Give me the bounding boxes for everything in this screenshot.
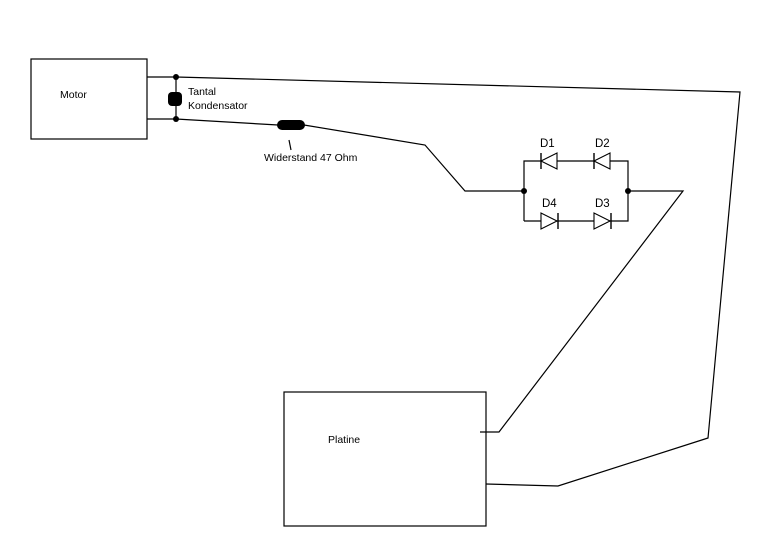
diode-label-d1: D1 [540,138,555,150]
rectifier-bridge [523,160,629,222]
diode-d2 [592,152,611,170]
diode-d3 [593,212,612,230]
tantal-capacitor [168,92,182,106]
platine-box [283,391,487,527]
capacitor-label-line2: Kondensator [188,100,248,112]
wire-resistor-to-rectifier [303,124,524,192]
wire-motor-top-to-platine [147,76,741,487]
resistor-47-ohm [277,120,305,130]
junction-dot [173,74,179,80]
resistor-label: Widerstand 47 Ohm [264,152,358,164]
capacitor-label-line1: Tantal [188,86,216,98]
diode-label-d3: D3 [595,198,610,210]
diode-label-d2: D2 [595,138,610,150]
motor-label: Motor [60,89,87,101]
wire-motor-to-resistor [147,118,279,126]
platine-label: Platine [328,434,360,446]
junction-dot [173,116,179,122]
diode-d4 [540,212,559,230]
wire-rectifier-to-platine [480,190,685,433]
resistor-leader-line [288,139,292,151]
diode-label-d4: D4 [542,198,557,210]
motor-box [30,58,148,140]
junction-dot [521,188,527,194]
diode-d1 [539,152,558,170]
